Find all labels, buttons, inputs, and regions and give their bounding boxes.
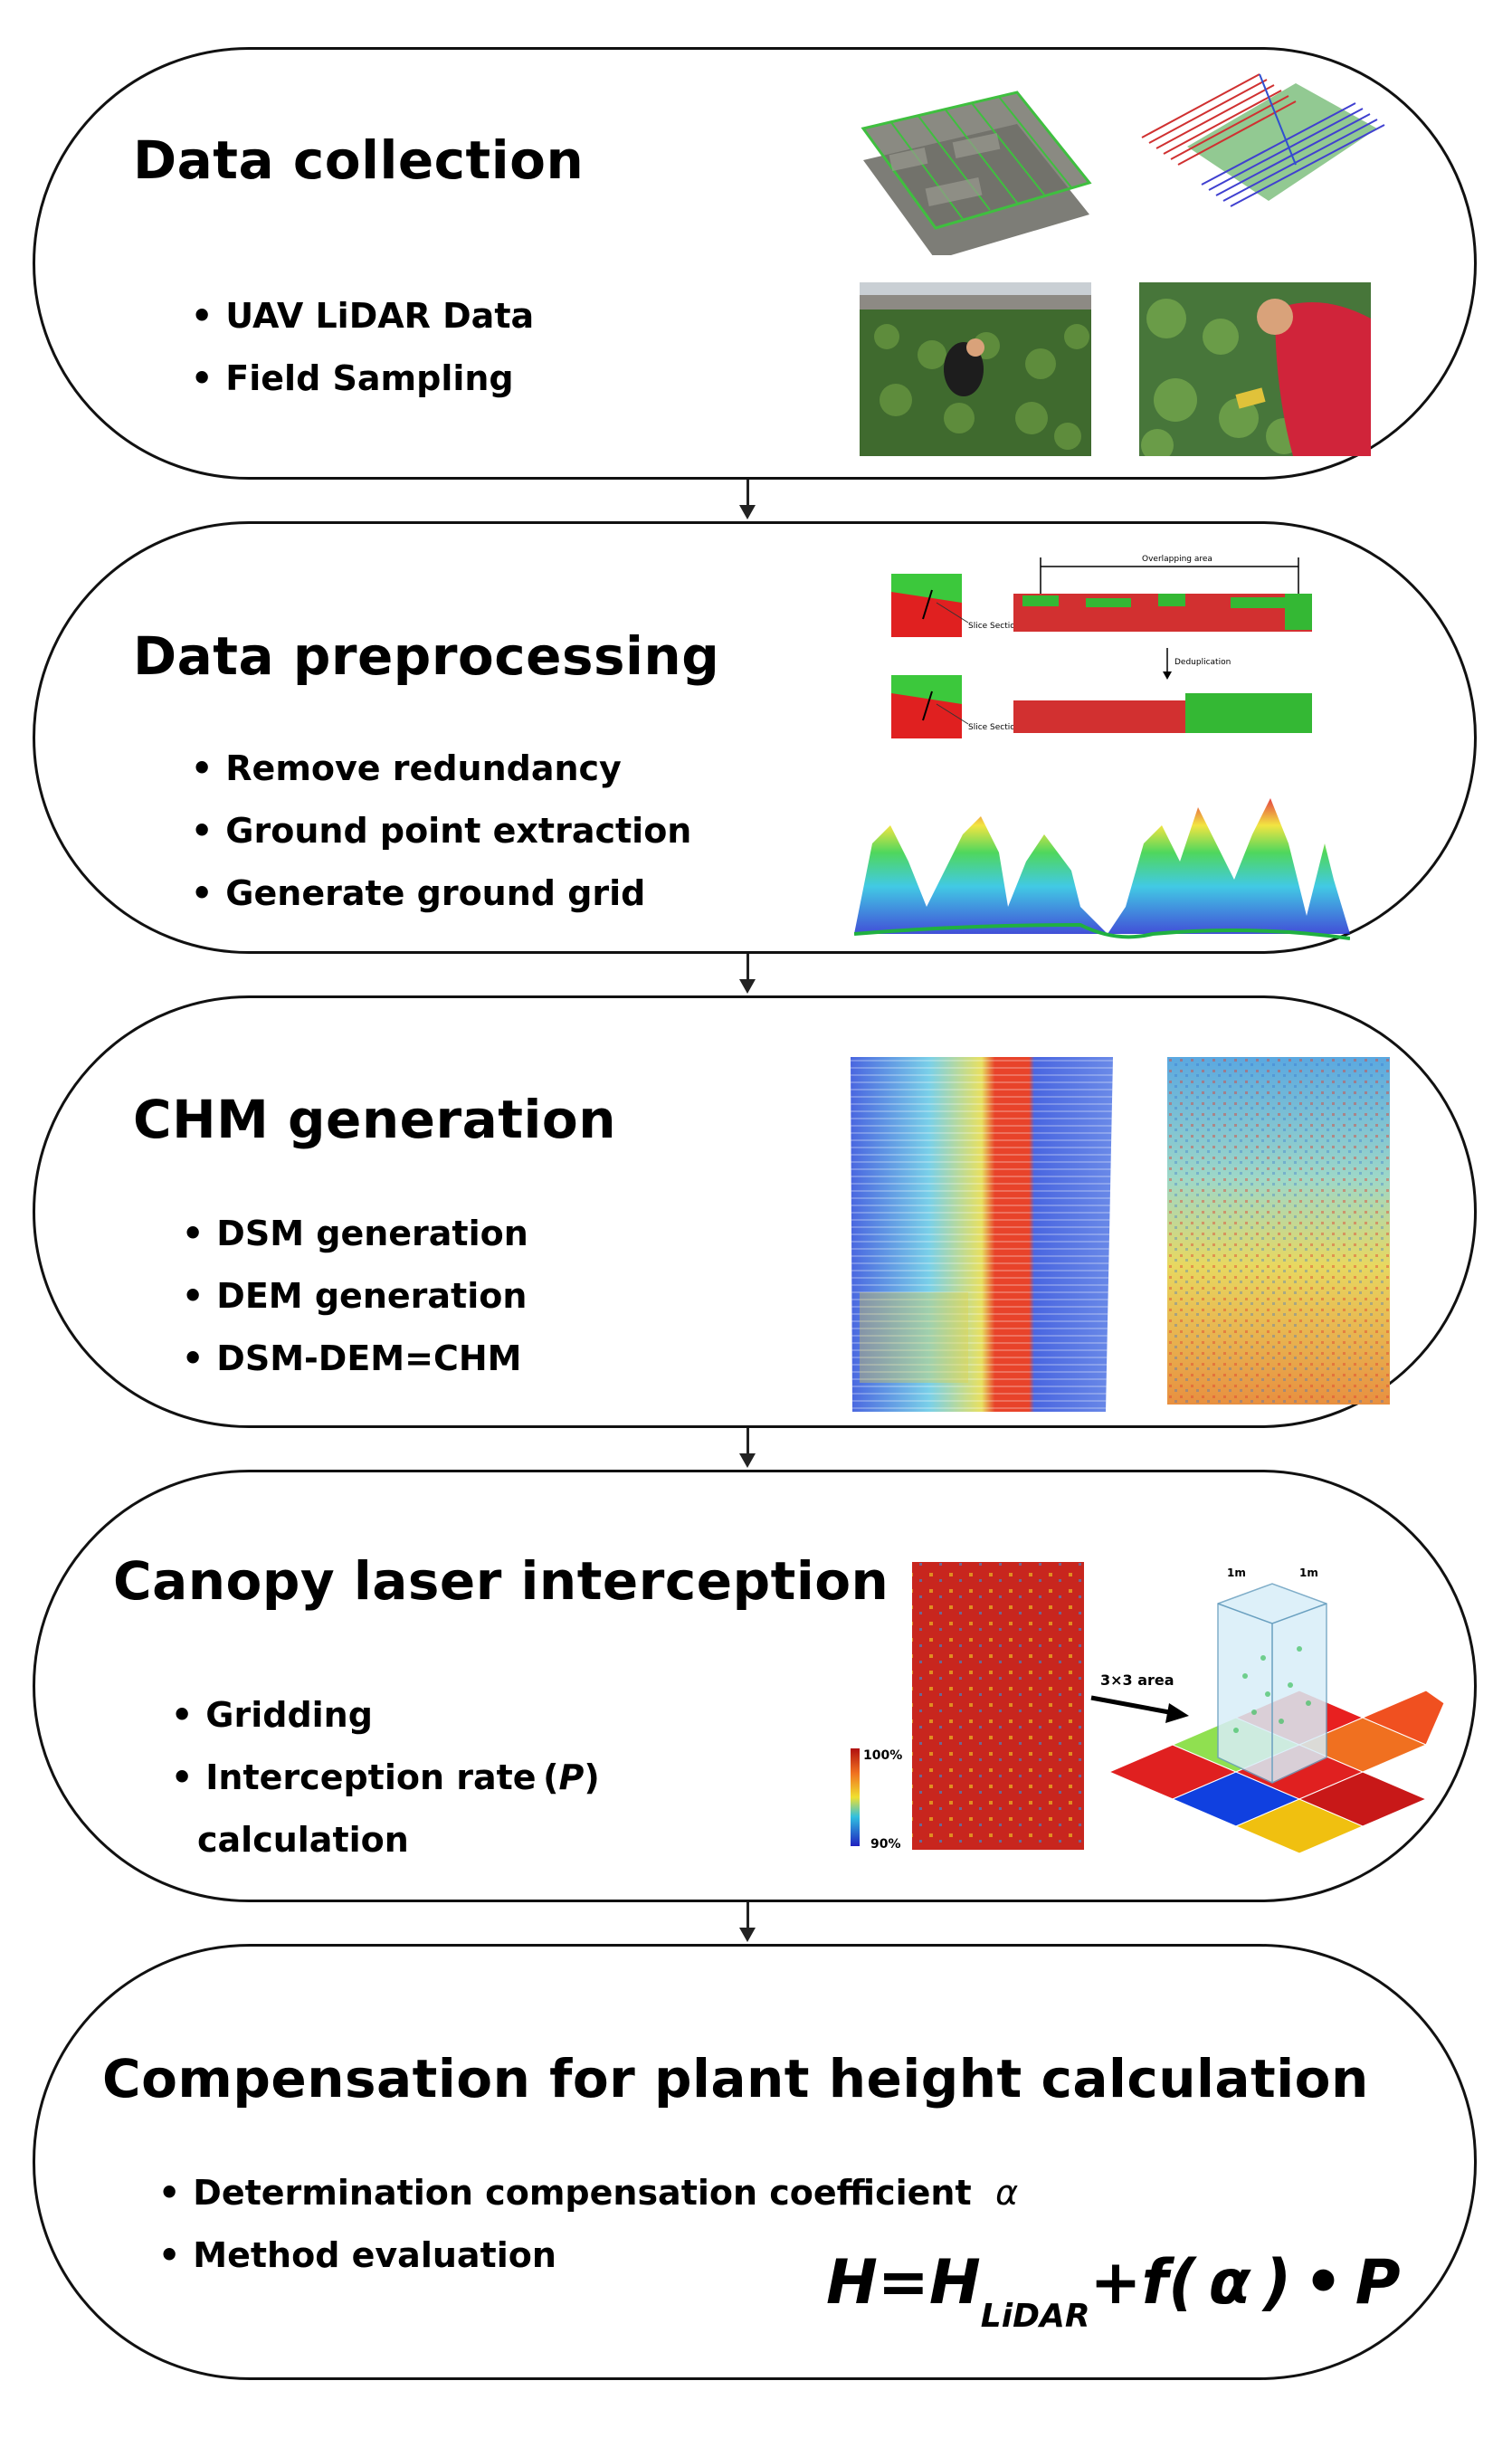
field-sampling-photo-2	[1139, 282, 1371, 456]
bullet-item: Field Sampling	[191, 348, 534, 410]
colorbar-top-label: 100%	[863, 1748, 902, 1763]
formula-part: +f( α ) • P	[1089, 2247, 1401, 2319]
deduplication-figure: Slice Section Slice Section Overlapping …	[891, 555, 1312, 738]
bullet-item: DSM generation	[182, 1203, 528, 1265]
stage-title: CHM generation	[133, 1089, 616, 1150]
bullet-item: Ground point extraction	[191, 800, 691, 862]
alpha-symbol: α	[995, 2173, 1019, 2213]
bullet-list: DSM generation DEM generation DSM-DEM=CH…	[182, 1203, 528, 1390]
dsm-dem-map	[851, 1057, 1113, 1412]
ground-grid-point-cloud	[854, 798, 1350, 940]
bullet-item: DEM generation	[182, 1265, 528, 1328]
bullet-list: Remove redundancy Ground point extractio…	[191, 738, 691, 925]
grid-3x3-cube-diagram: 3×3 area 1m 1m	[1090, 1567, 1444, 1854]
stage-title: Data preprocessing	[133, 625, 720, 687]
bullet-continuation: calculation	[197, 1820, 409, 1860]
bullet-item: Interception rate (P)	[171, 1747, 600, 1809]
variable-p: P	[558, 1757, 585, 1797]
height-formula: H=HLiDAR+f( α ) • P	[826, 2247, 1401, 2335]
bullet-item: Method evaluation	[158, 2224, 1018, 2287]
stage-title: Compensation for plant height calculatio…	[102, 2048, 1369, 2109]
bullet-text: Determination compensation coefficient	[193, 2173, 972, 2213]
bullet-list: Gridding Interception rate (P) calculati…	[171, 1684, 600, 1871]
slice-label: Slice Section	[968, 622, 1021, 631]
stage-title: Data collection	[133, 129, 585, 191]
bullet-list: Determination compensation coefficient α…	[158, 2162, 1018, 2287]
formula-part: H=H	[826, 2247, 981, 2319]
slice-label: Slice Section	[968, 723, 1021, 732]
interception-rate-map: 100% 90%	[851, 1562, 1084, 1852]
bullet-item: Determination compensation coefficient α	[158, 2162, 1018, 2224]
bullet-item: Generate ground grid	[191, 862, 691, 925]
dimension-label: 1m	[1227, 1567, 1246, 1579]
chm-map	[1167, 1057, 1390, 1405]
dedup-label: Deduplication	[1174, 658, 1231, 667]
dimension-label: 1m	[1299, 1567, 1318, 1579]
bullet-item: Remove redundancy	[191, 738, 691, 800]
area-label: 3×3 area	[1100, 1671, 1174, 1689]
stage-compensation: Compensation for plant height calculatio…	[33, 1944, 1477, 2380]
bullet-item: DSM-DEM=CHM	[182, 1328, 528, 1390]
colorbar-bottom-label: 90%	[870, 1837, 901, 1852]
overlap-label: Overlapping area	[1142, 555, 1212, 564]
bullet-text: )	[584, 1757, 600, 1797]
bullet-text: Interception rate (	[205, 1757, 559, 1797]
uav-orthomosaic-image	[861, 90, 1092, 255]
flight-path-diagram	[1141, 73, 1385, 207]
field-sampling-photo-1	[860, 282, 1091, 456]
bullet-item: UAV LiDAR Data	[191, 285, 534, 348]
stage-title: Canopy laser interception	[113, 1550, 889, 1612]
formula-subscript: LiDAR	[980, 2298, 1090, 2335]
bullet-list: UAV LiDAR Data Field Sampling	[191, 285, 534, 410]
bullet-item: Gridding	[171, 1684, 600, 1747]
